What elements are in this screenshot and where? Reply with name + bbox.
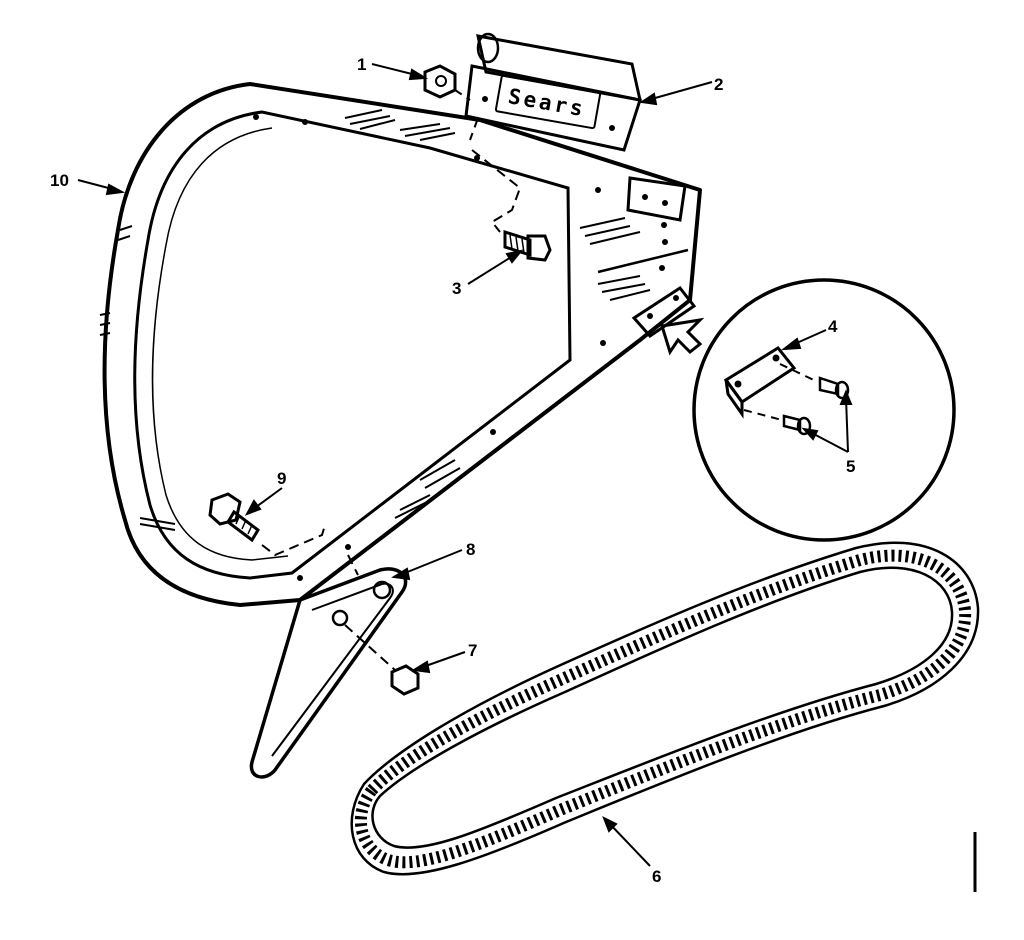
callout-label-8: 8 bbox=[466, 540, 475, 559]
bolt-leader bbox=[469, 117, 522, 233]
saw-chain-part bbox=[350, 541, 980, 876]
adjuster-leader bbox=[261, 524, 326, 557]
nut-part bbox=[423, 64, 457, 99]
callout-label-2: 2 bbox=[714, 75, 723, 94]
detail-inset bbox=[692, 278, 956, 542]
callout-label-3: 3 bbox=[452, 279, 461, 298]
detail-arrow-icon bbox=[660, 317, 705, 356]
arm-leader bbox=[347, 554, 359, 576]
nut-leader bbox=[454, 89, 471, 101]
sears-nameplate: Sears bbox=[464, 32, 642, 152]
callout-label-7: 7 bbox=[468, 641, 477, 660]
bar-nut-part bbox=[390, 664, 420, 696]
callout-label-6: 6 bbox=[652, 867, 661, 886]
callout-arrows bbox=[77, 63, 853, 867]
guide-bar bbox=[99, 82, 702, 607]
bar-hatching bbox=[99, 109, 651, 531]
callout-label-5: 5 bbox=[846, 457, 855, 476]
callout-label-1: 1 bbox=[357, 55, 366, 74]
callout-label-9: 9 bbox=[277, 469, 286, 488]
callout-label-4: 4 bbox=[828, 317, 838, 336]
bar-arm-part bbox=[249, 567, 408, 779]
adjuster-bolt-part bbox=[208, 492, 260, 543]
callout-label-10: 10 bbox=[50, 171, 69, 190]
rivet-holes bbox=[253, 114, 668, 581]
bolt-part bbox=[503, 229, 552, 262]
bar-tab bbox=[626, 176, 687, 222]
bar-nut-leader bbox=[344, 624, 396, 671]
bar-side-plate bbox=[631, 285, 697, 338]
